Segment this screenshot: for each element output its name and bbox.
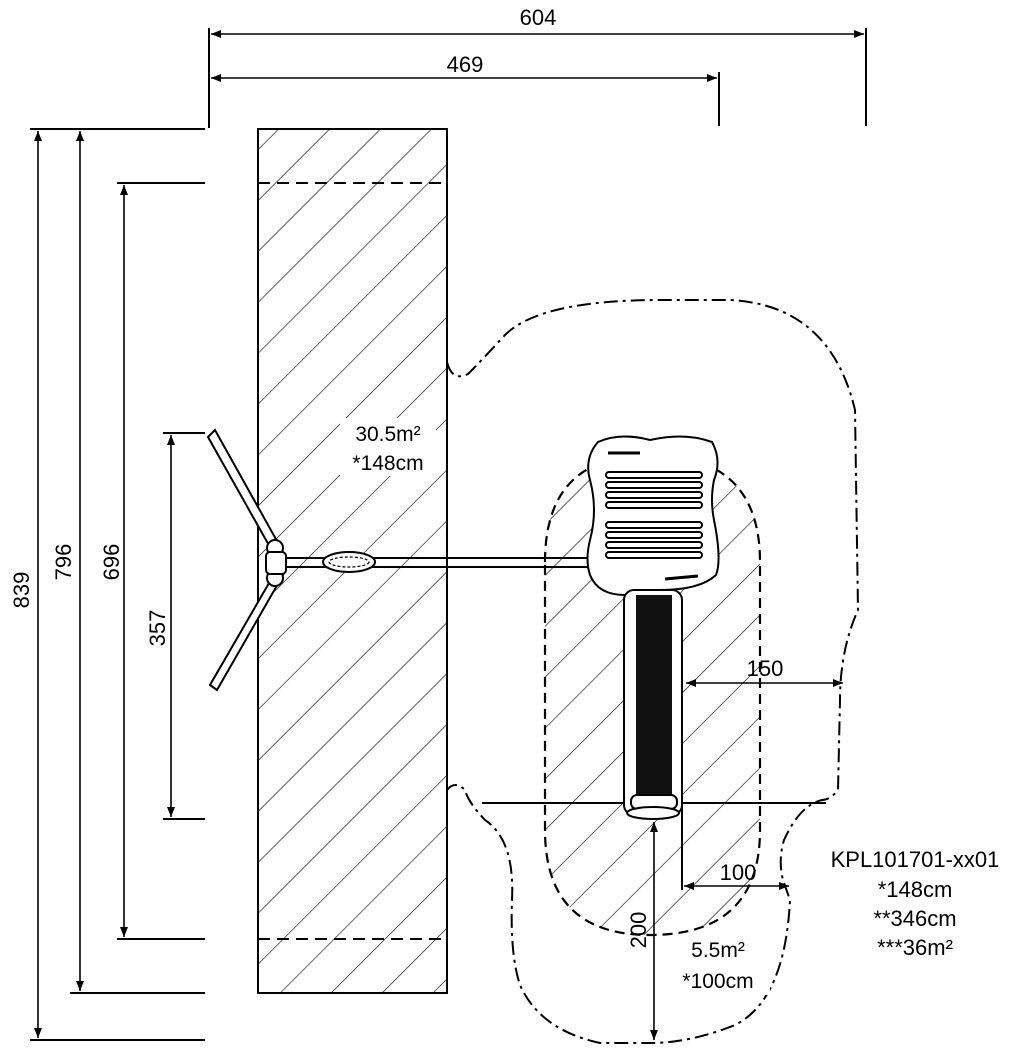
zone-small-label: 5.5m² *100cm [670, 935, 770, 995]
dimension-357-label: 357 [145, 610, 170, 647]
dimension-696: 696 [99, 182, 205, 940]
dimension-200: 200 [626, 822, 658, 1040]
dimension-100-label: 100 [720, 860, 757, 885]
dimension-839: 839 [9, 128, 205, 1041]
product-info: KPL101701-xx01 *148cm **346cm ***36m² [831, 847, 1000, 960]
zone-main-label: 30.5m² *148cm [340, 418, 436, 476]
dimension-469: 469 [211, 52, 720, 126]
safety-zone-outline [446, 299, 860, 1044]
dimension-357: 357 [145, 432, 205, 820]
dimension-469-label: 469 [447, 52, 484, 77]
product-code: KPL101701-xx01 [831, 847, 1000, 872]
dimension-150-label: 150 [747, 656, 784, 681]
product-line-3: ***36m² [877, 935, 953, 960]
product-line-2: **346cm [873, 906, 956, 931]
zone-main-area: 30.5m² [355, 423, 420, 446]
dimension-604-label: 604 [520, 5, 557, 30]
product-line-1: *148cm [878, 877, 953, 902]
dimension-100: 100 [681, 805, 789, 890]
dimension-796-label: 796 [51, 544, 76, 581]
zone-main-free-fall: *148cm [352, 452, 423, 475]
zone-small-area: 5.5m² [691, 939, 745, 962]
dimension-200-label: 200 [626, 912, 651, 949]
dimension-604: 604 [208, 5, 867, 128]
dimension-150: 150 [686, 656, 843, 687]
dimension-796: 796 [51, 131, 205, 994]
equipment [206, 428, 720, 820]
zone-small-free-fall: *100cm [682, 970, 753, 993]
dimension-839-label: 839 [9, 572, 34, 609]
dimension-696-label: 696 [99, 544, 124, 581]
